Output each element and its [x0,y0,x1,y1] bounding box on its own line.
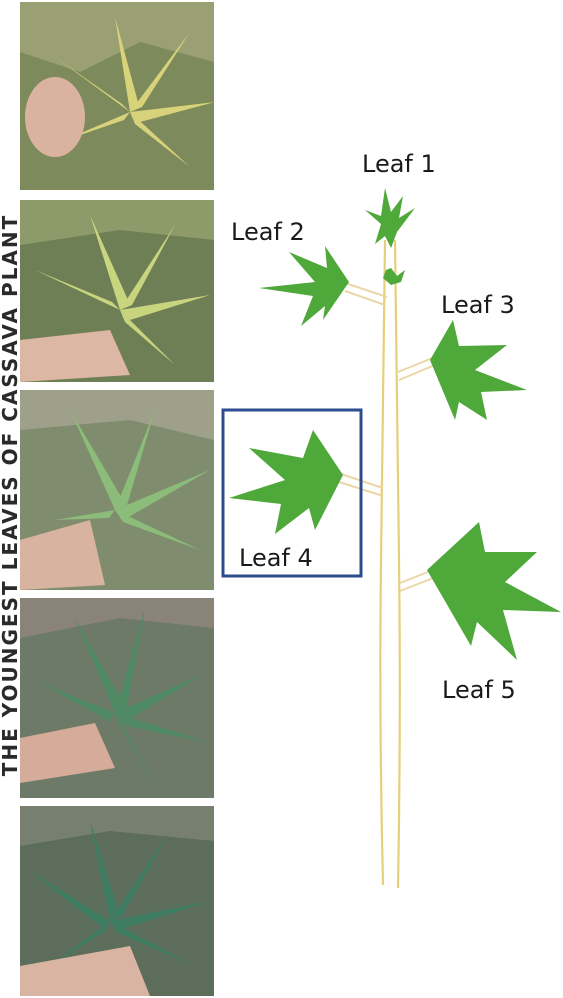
leaf-photo-3 [20,390,214,590]
leaf-5-shape [427,522,561,660]
petioles [333,283,442,591]
leaf-5-label: Leaf 5 [442,676,516,704]
leaf-4-shape [229,430,343,534]
leaf-4-label: Leaf 4 [239,544,313,572]
leaf-1-label: Leaf 1 [362,150,436,178]
leaf-photo-1 [20,2,214,190]
leaf-1-shape [365,188,415,248]
plant-stem [380,240,399,888]
leaf-2-shape [259,246,349,326]
leaf-photo-2 [20,200,214,382]
leaf-3-label: Leaf 3 [441,291,515,319]
leaf-photo-5 [20,806,214,996]
leaf-3-shape [430,320,527,420]
leaf-photo-4 [20,598,214,798]
leaf-bud [383,268,405,285]
leaf-2-label: Leaf 2 [231,218,305,246]
cassava-plant-diagram: Leaf 1 Leaf 2 Leaf 3 Leaf 4 Leaf 5 [215,0,563,998]
